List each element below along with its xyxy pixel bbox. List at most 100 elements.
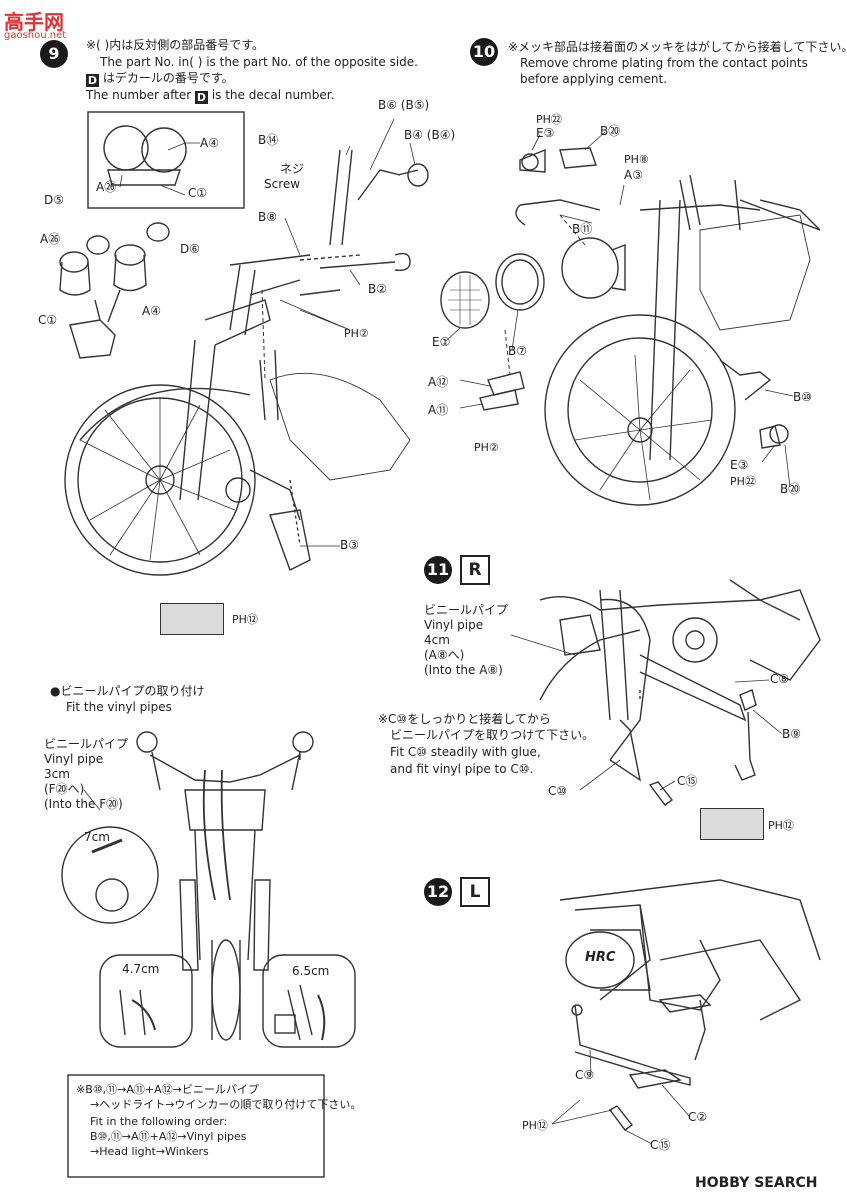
label-d6: D⑥ [180, 242, 200, 256]
vinyl-pipe-en: Vinyl pipe [44, 752, 104, 766]
step11-pipe-jp: ビニールパイプ [424, 603, 509, 617]
front-wheel-left [64, 384, 256, 576]
label-e1: E① [432, 335, 451, 349]
label-ph8: PH⑧ [624, 153, 649, 166]
step9-note-en2: The number after D is the decal number. [86, 88, 334, 104]
side-l-box: L [460, 877, 490, 907]
headlight-lens [440, 271, 490, 329]
decal-d-icon: D [195, 91, 208, 104]
label-b20b: B⑳ [780, 482, 801, 496]
label-c2: C② [688, 1110, 708, 1124]
label-c1: C① [38, 313, 58, 327]
step11-pipe-len: 4cm [424, 633, 450, 647]
front-wheel-right [544, 314, 736, 506]
headlight-shell [561, 237, 619, 299]
label-e3b: E③ [730, 458, 749, 472]
label-screw-jp: ネジ [280, 162, 305, 176]
label-7cm: 7cm [84, 830, 110, 844]
label-step11-ph12: PH⑫ [768, 819, 794, 832]
color-swatch-step11 [700, 808, 764, 840]
step11-pipe-to-jp: (A⑧へ) [424, 648, 465, 662]
watermark-sub: gaoshou.net [4, 30, 67, 41]
label-b9: B⑨ [782, 727, 801, 741]
label-b2: B② [368, 282, 387, 296]
step9-note-jp2-text: はデカールの番号です。 [102, 71, 234, 85]
screw [329, 149, 353, 246]
step10-note-en2: before applying cement. [520, 72, 668, 86]
step-12-badge: 12 [424, 878, 452, 906]
step10-note-en1: Remove chrome plating from the contact p… [520, 56, 808, 70]
winker-a [519, 148, 546, 173]
step-11-badge: 11 [424, 556, 452, 584]
label-a12: A⑫ [428, 375, 449, 389]
engine-cover-l [565, 931, 635, 989]
step11-note-jp2: ビニールパイプを取りつけて下さい。 [390, 728, 595, 742]
label-d5: D⑤ [44, 193, 64, 207]
step11-pipe-en: Vinyl pipe [424, 618, 484, 632]
vinyl-title-en: Fit the vinyl pipes [66, 700, 172, 714]
step10-note-jp: ※メッキ部品は接着面のメッキをはがしてから接着して下さい。 [508, 40, 847, 54]
label-c10: C⑩ [548, 784, 568, 798]
watermark-logo: 高手网 [4, 6, 64, 35]
label-b20a: B⑳ [600, 124, 621, 138]
color-swatch-ph12 [160, 603, 224, 635]
label-ph92b: PH㉒ [730, 475, 756, 488]
step-9-badge: 9 [40, 40, 68, 68]
step-10-number: 10 [472, 42, 496, 61]
label-b8: B⑧ [258, 210, 277, 224]
decal-d-icon: D [86, 74, 99, 87]
label-a3: A③ [624, 168, 643, 182]
inset-65cm [262, 954, 356, 1048]
label-a26: A㉖ [40, 232, 61, 246]
label-c9: C⑨ [575, 1068, 595, 1082]
label-b10: B⑩ [793, 390, 812, 404]
step11-note-en1: Fit C⑩ steadily with glue, [390, 745, 541, 759]
step11-note-jp1: ※C⑩をしっかりと接着してから [378, 712, 551, 726]
gear-hub-r [672, 617, 718, 663]
label-c8: C⑧ [770, 672, 790, 686]
vinyl-pipe-to-en: (Into the F⑳) [44, 797, 123, 811]
order-note-jp1: ※B⑩,⑪→A⑪+A⑫→ビニールパイプ [76, 1083, 259, 1096]
step-9-number: 9 [48, 44, 60, 63]
vinyl-pipe-len: 3cm [44, 767, 70, 781]
label-c15-l: C⑮ [650, 1138, 671, 1152]
label-b6: B⑥ (B⑤) [378, 98, 430, 112]
label-c15: C⑮ [677, 774, 698, 788]
side-r-box: R [460, 555, 490, 585]
headlight-rim [495, 253, 545, 311]
label-b4: B④ (B④) [404, 128, 456, 142]
order-note-en0: Fit in the following order: [90, 1115, 228, 1128]
gauge-right [141, 127, 187, 173]
step9-note-jp1: ※( )内は反対側の部品番号です。 [86, 38, 265, 52]
label-inset-a26: A㉖ [96, 180, 117, 194]
inset-47cm [99, 954, 193, 1048]
vinyl-title-jp: ●ビニールパイプの取り付け [50, 684, 205, 698]
grip [269, 509, 311, 571]
watermark-main: 高手网 [4, 10, 64, 34]
label-screw-en: Screw [264, 177, 301, 191]
label-inset-c1: C① [188, 186, 208, 200]
order-note-en1: B⑩,⑪→A⑪+A⑫→Vinyl pipes [90, 1130, 247, 1143]
step9-note-en1: The part No. in( ) is the part No. of th… [100, 55, 418, 69]
label-ph2: PH② [344, 327, 369, 340]
hrc-emblem: HRC [585, 950, 616, 965]
step11-pipe-to-en: (Into the A⑧) [424, 663, 503, 677]
label-b7: B⑦ [508, 344, 527, 358]
gauge-inset-frame [87, 111, 245, 209]
label-step9-ph12: PH⑫ [232, 613, 258, 626]
vinyl-pipe-to-jp: (F⑳へ) [44, 782, 85, 796]
fork-right [649, 199, 681, 461]
label-e3a: E③ [536, 126, 555, 140]
label-b3: B③ [340, 538, 359, 552]
fork [179, 339, 216, 501]
label-b11: B⑪ [572, 222, 593, 236]
step-11-number: 11 [426, 560, 450, 579]
label-65cm: 6.5cm [292, 964, 330, 978]
label-ph2b: PH② [474, 441, 499, 454]
vinyl-pipe-jp: ビニールパイプ [44, 737, 129, 751]
label-a11: A⑪ [428, 403, 449, 417]
inset-7cm [61, 826, 159, 924]
step-10-badge: 10 [470, 38, 498, 66]
label-b14: B⑭ [258, 133, 279, 147]
step9-note-en2-pre: The number after [86, 88, 192, 102]
